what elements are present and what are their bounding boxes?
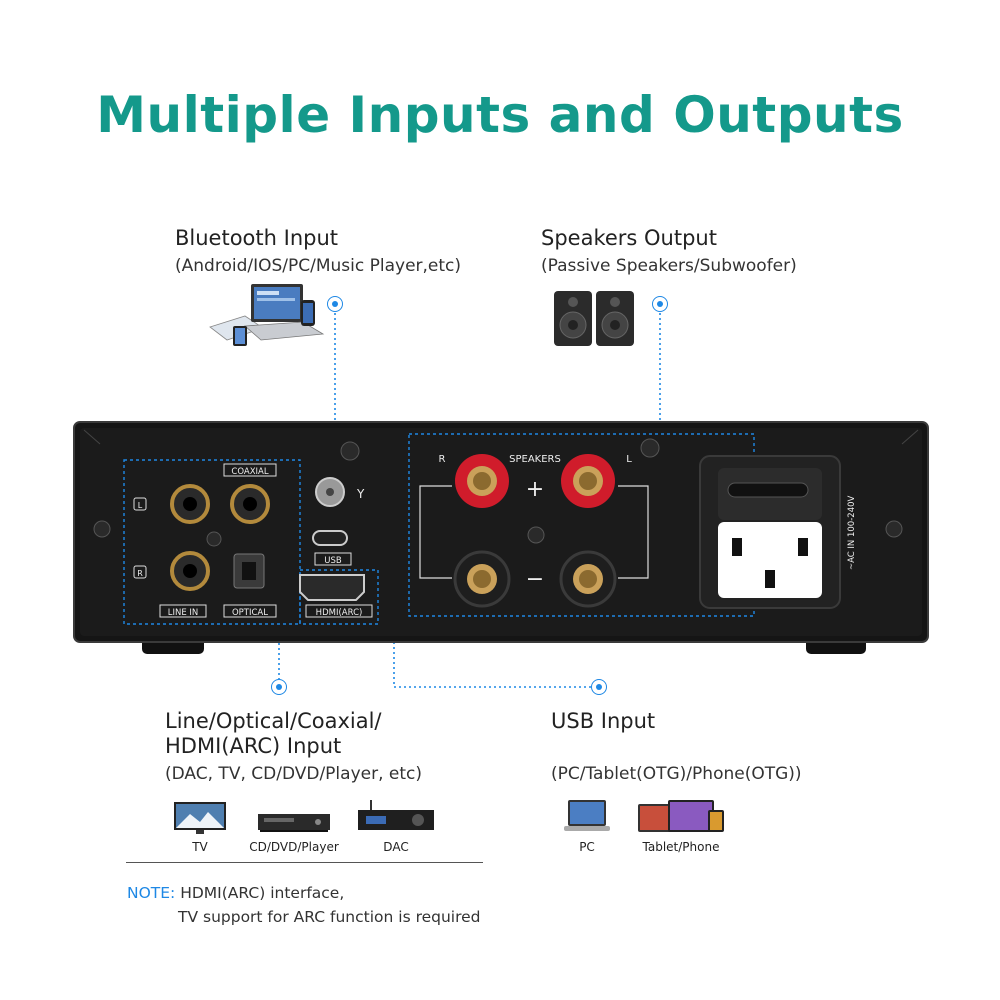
- speakers-heading: Speakers Output: [541, 226, 717, 250]
- bluetooth-devices-illustration: [209, 284, 325, 346]
- cd-dvd-player-icon: [258, 814, 330, 832]
- dac-caption: DAC: [383, 840, 409, 854]
- cd-dvd-caption: CD/DVD/Player: [249, 840, 339, 854]
- tablet-phone-icon: [638, 800, 724, 832]
- note-line-1: NOTE: HDMI(ARC) interface,: [127, 884, 344, 902]
- usb-detail: (PC/Tablet(OTG)/Phone(OTG)): [551, 764, 802, 784]
- speaker-left-marker: L: [626, 454, 632, 465]
- line-in-right-marker: R: [137, 569, 143, 578]
- tv-icon: [174, 802, 226, 834]
- pc-caption: PC: [579, 840, 595, 854]
- note-label: NOTE:: [127, 884, 176, 902]
- bluetooth-connector-dot: [327, 296, 343, 312]
- speaker-right-marker: R: [439, 454, 446, 465]
- positive-terminal-symbol: +: [526, 477, 544, 502]
- tv-caption: TV: [192, 840, 208, 854]
- amplifier-rear-panel: [73, 421, 929, 654]
- negative-terminal-symbol: −: [526, 567, 544, 592]
- pc-laptop-icon: [564, 800, 610, 831]
- ac-input-label: ~AC IN 100-240V: [847, 495, 857, 570]
- speakers-label: SPEAKERS: [509, 454, 561, 465]
- page-title: Multiple Inputs and Outputs: [96, 86, 904, 144]
- antenna-symbol: Y: [356, 487, 365, 501]
- line-input-connector-dot: [271, 679, 287, 695]
- line-input-heading-2: HDMI(ARC) Input: [165, 734, 342, 758]
- line-in-left-marker: L: [138, 501, 143, 510]
- coaxial-label: COAXIAL: [231, 467, 268, 477]
- usb-connector-dot: [591, 679, 607, 695]
- line-input-detail: (DAC, TV, CD/DVD/Player, etc): [165, 764, 422, 784]
- usb-label: USB: [324, 556, 342, 566]
- note-text-2: TV support for ARC function is required: [178, 908, 481, 926]
- note-text-1: HDMI(ARC) interface,: [180, 884, 345, 902]
- optical-label: OPTICAL: [232, 608, 268, 618]
- tablet-phone-caption: Tablet/Phone: [642, 840, 720, 854]
- divider: [126, 862, 483, 863]
- dac-icon: [358, 800, 434, 830]
- speakers-connector-dot: [652, 296, 668, 312]
- bluetooth-detail: (Android/IOS/PC/Music Player,etc): [175, 256, 462, 276]
- speakers-illustration: [554, 291, 634, 346]
- hdmi-label: HDMI(ARC): [316, 608, 363, 618]
- bluetooth-heading: Bluetooth Input: [175, 226, 338, 250]
- line-in-label: LINE IN: [168, 608, 199, 618]
- speakers-detail: (Passive Speakers/Subwoofer): [541, 256, 797, 276]
- usb-heading: USB Input: [551, 709, 656, 733]
- panel-labels: COAXIAL LINE IN OPTICAL HDMI(ARC) USB L …: [137, 454, 857, 618]
- line-input-heading-1: Line/Optical/Coaxial/: [165, 709, 382, 733]
